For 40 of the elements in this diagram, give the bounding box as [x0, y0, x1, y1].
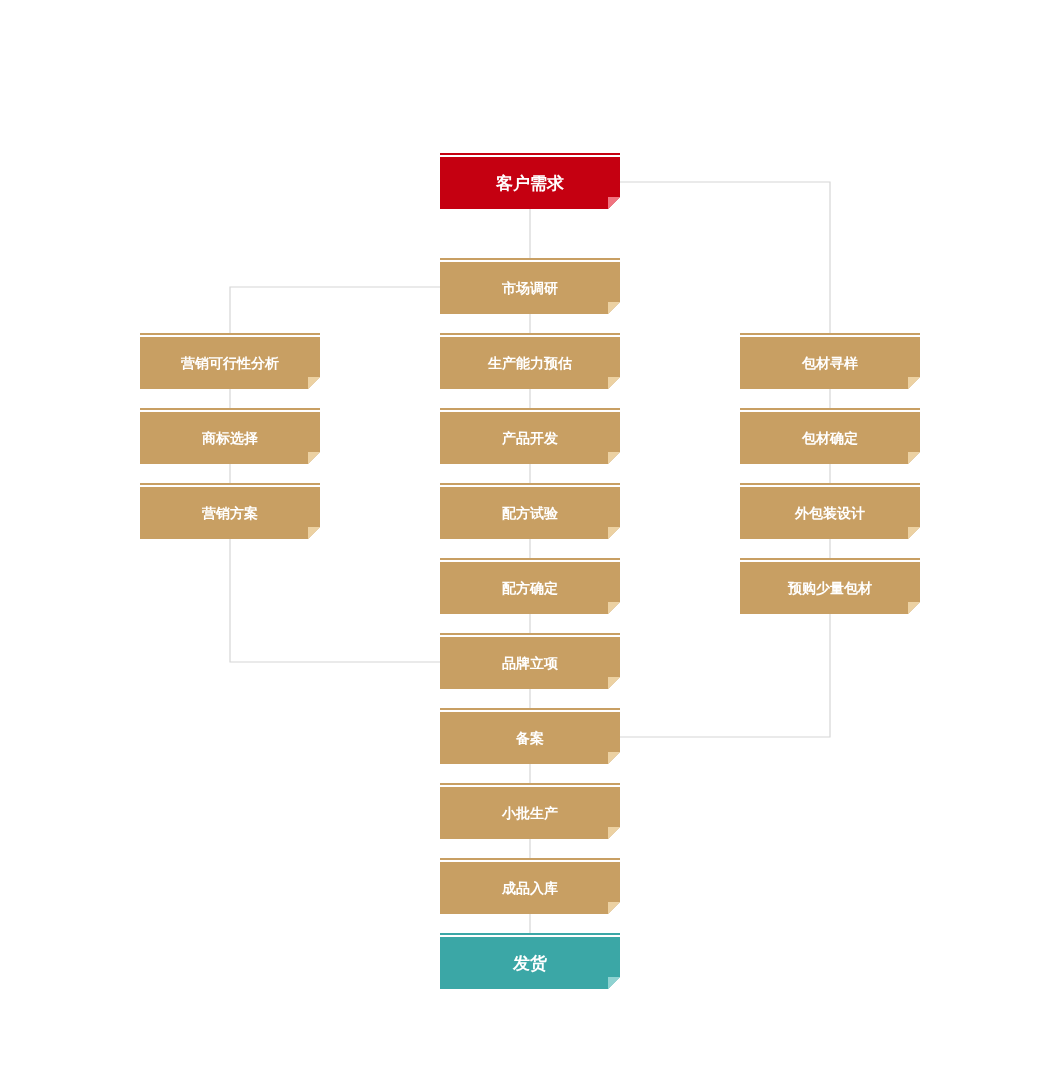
step-label: 市场调研: [502, 281, 558, 295]
step-label: 小批生产: [502, 806, 558, 820]
process-box: [140, 333, 320, 389]
process-box: [440, 408, 620, 464]
process-box: [740, 483, 920, 539]
step-label: 产品开发: [502, 431, 558, 445]
process-box: [740, 408, 920, 464]
process-box: [740, 333, 920, 389]
step-label: 备案: [516, 731, 544, 745]
connector-line: [619, 181, 831, 334]
process-box: [440, 333, 620, 389]
step-label: 生产能力预估: [488, 356, 572, 370]
connector-line: [229, 538, 441, 663]
process-box: [440, 258, 620, 314]
step-label: 营销方案: [202, 506, 258, 520]
process-box: [440, 783, 620, 839]
step-label: 配方试验: [502, 506, 558, 520]
step-label: 包材寻样: [802, 356, 858, 370]
step-label: 预购少量包材: [788, 581, 872, 595]
step-label: 包材确定: [802, 431, 858, 445]
step-label: 客户需求: [496, 174, 564, 192]
step-label: 配方确定: [502, 581, 558, 595]
step-label: 外包装设计: [795, 506, 865, 520]
connector-line: [229, 286, 441, 334]
process-box: [440, 153, 620, 209]
step-label: 成品入库: [502, 881, 558, 895]
process-box: [140, 483, 320, 539]
process-box: [440, 933, 620, 989]
process-box: [440, 558, 620, 614]
step-label: 品牌立项: [502, 656, 558, 670]
process-box: [440, 858, 620, 914]
process-box: [440, 633, 620, 689]
process-box: [440, 483, 620, 539]
connector-line: [619, 613, 831, 738]
process-box: [140, 408, 320, 464]
process-box: [440, 708, 620, 764]
process-box: [740, 558, 920, 614]
step-label: 商标选择: [202, 431, 258, 445]
step-label: 发货: [513, 954, 547, 972]
step-label: 营销可行性分析: [181, 356, 279, 370]
